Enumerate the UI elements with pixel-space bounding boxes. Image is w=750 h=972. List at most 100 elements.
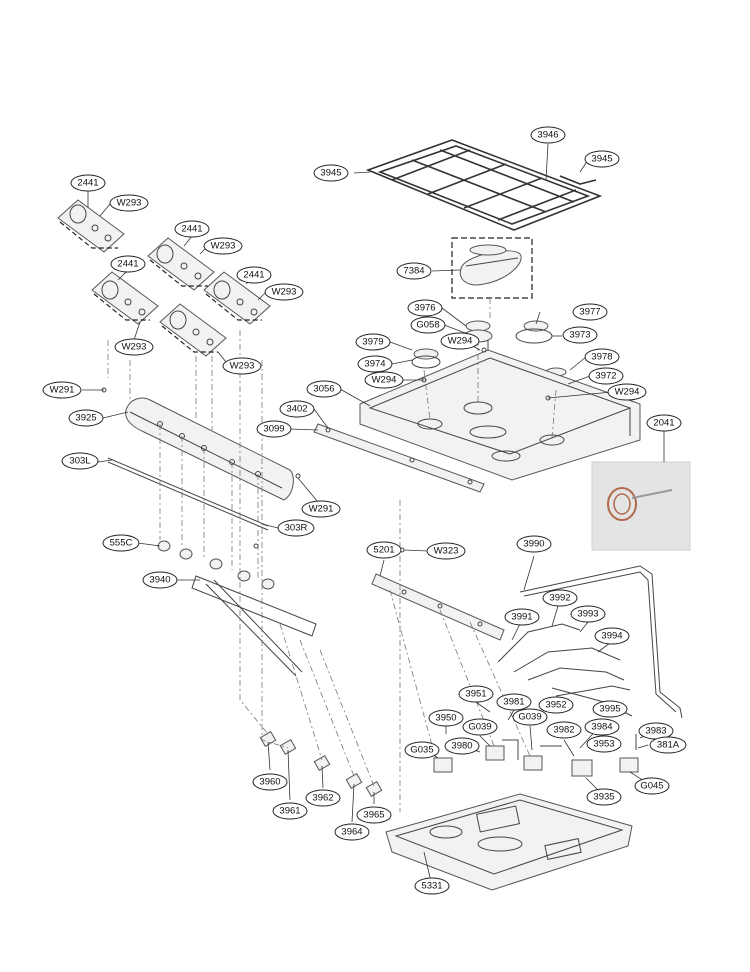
callout-3980: 3980	[444, 737, 480, 755]
cooktop-main-top	[359, 340, 641, 481]
callout-w294-c: W294	[607, 383, 647, 401]
callout-3973: 3973	[562, 326, 598, 344]
callout-3099: 3099	[256, 420, 292, 438]
callout-3972: 3972	[588, 367, 624, 385]
callout-w293-e: W293	[222, 357, 262, 375]
callout-text: 3945	[591, 154, 612, 165]
callout-g058: G058	[410, 316, 446, 334]
callout-text: 2441	[243, 270, 264, 281]
callout-3951: 3951	[458, 685, 494, 703]
callout-text: 3964	[341, 827, 362, 838]
callout-w293-a: W293	[109, 194, 149, 212]
front-trim-strip	[313, 423, 485, 493]
callout-3925: 3925	[68, 409, 104, 427]
callout-3974: 3974	[357, 355, 393, 373]
callout-text: 3992	[549, 593, 570, 604]
callout-3964: 3964	[334, 823, 370, 841]
callout-text: 2441	[181, 224, 202, 235]
callout-text: W291	[50, 385, 75, 396]
callout-text: 3990	[523, 539, 544, 550]
knob-assembly-3	[91, 271, 159, 325]
callout-text: 3950	[435, 713, 456, 724]
callout-text: 2441	[77, 178, 98, 189]
callout-w291-b: W291	[301, 500, 341, 518]
knob-assembly-2	[147, 237, 215, 291]
callout-w293-c: W293	[264, 283, 304, 301]
callout-2041: 2041	[646, 414, 682, 432]
callout-w294-b: W294	[364, 371, 404, 389]
callout-2441-b: 2441	[174, 220, 210, 238]
callout-3952: 3952	[538, 696, 574, 714]
callout-3990: 3990	[516, 535, 552, 553]
callout-g035: G035	[404, 741, 440, 759]
control-knob-group	[57, 199, 271, 357]
griddle-accessory	[451, 237, 533, 299]
callout-text: 3976	[414, 303, 435, 314]
callout-text: 303L	[69, 456, 90, 467]
callout-g039-a: G039	[462, 718, 498, 736]
callout-3981: 3981	[496, 693, 532, 711]
callout-text: 3991	[511, 612, 532, 623]
callout-3992: 3992	[542, 589, 578, 607]
callout-text: 5201	[373, 545, 394, 556]
gas-tubing	[497, 565, 683, 719]
knob-assembly-1	[57, 199, 125, 253]
callout-text: 3935	[593, 792, 614, 803]
callout-3953: 3953	[586, 735, 622, 753]
callout-2441-d: 2441	[236, 266, 272, 284]
callout-text: 3994	[601, 631, 622, 642]
callout-text: 3925	[75, 413, 96, 424]
callout-3960: 3960	[252, 773, 288, 791]
callout-text: 303R	[285, 523, 308, 534]
assembly-lines-left	[107, 330, 375, 787]
callout-text: 3973	[569, 330, 590, 341]
callout-3946: 3946	[530, 126, 566, 144]
burner-valves	[433, 734, 639, 777]
valve-manifold-left	[157, 540, 383, 798]
callout-text: 3056	[313, 384, 334, 395]
callout-3991: 3991	[504, 608, 540, 626]
callout-text: 3980	[451, 741, 472, 752]
callout-3984: 3984	[584, 718, 620, 736]
callout-3965: 3965	[356, 806, 392, 824]
callout-text: G039	[468, 722, 491, 733]
callout-text: 3961	[279, 806, 300, 817]
callout-5331: 5331	[414, 877, 450, 895]
callout-text: W293	[122, 342, 147, 353]
callout-text: 3995	[599, 704, 620, 715]
callout-text: 3982	[553, 725, 574, 736]
callout-text: 3962	[312, 793, 333, 804]
callout-text: 3979	[362, 337, 383, 348]
callout-text: G058	[416, 320, 439, 331]
callout-text: 3951	[465, 689, 486, 700]
callout-2441-a: 2441	[70, 174, 106, 192]
callout-text: 2041	[653, 418, 674, 429]
callout-w323: W323	[426, 542, 466, 560]
callout-text: 3946	[537, 130, 558, 141]
callout-text: W293	[117, 198, 142, 209]
callout-3978: 3978	[584, 348, 620, 366]
callout-w293-b: W293	[203, 237, 243, 255]
callout-text: 3960	[259, 777, 280, 788]
callout-3977: 3977	[572, 303, 608, 321]
callout-text: W293	[272, 287, 297, 298]
callout-text: 3953	[593, 739, 614, 750]
callout-text: 3993	[577, 609, 598, 620]
callout-3979: 3979	[355, 333, 391, 351]
callout-text: 3984	[591, 722, 612, 733]
callout-3995: 3995	[592, 700, 628, 718]
callout-text: 3972	[595, 371, 616, 382]
callout-3950: 3950	[428, 709, 464, 727]
callout-text: 3983	[645, 726, 666, 737]
igniter-photo-inset	[591, 461, 691, 551]
callout-text: 5331	[421, 881, 442, 892]
callout-3962: 3962	[305, 789, 341, 807]
gas-manifold-bar	[371, 573, 505, 641]
callout-3940: 3940	[142, 571, 178, 589]
callout-text: G039	[518, 712, 541, 723]
callout-text: G035	[410, 745, 433, 756]
knob-assembly-4	[203, 271, 271, 325]
callout-3935: 3935	[586, 788, 622, 806]
callout-text: 381A	[657, 740, 680, 751]
callout-text: 2441	[117, 259, 138, 270]
